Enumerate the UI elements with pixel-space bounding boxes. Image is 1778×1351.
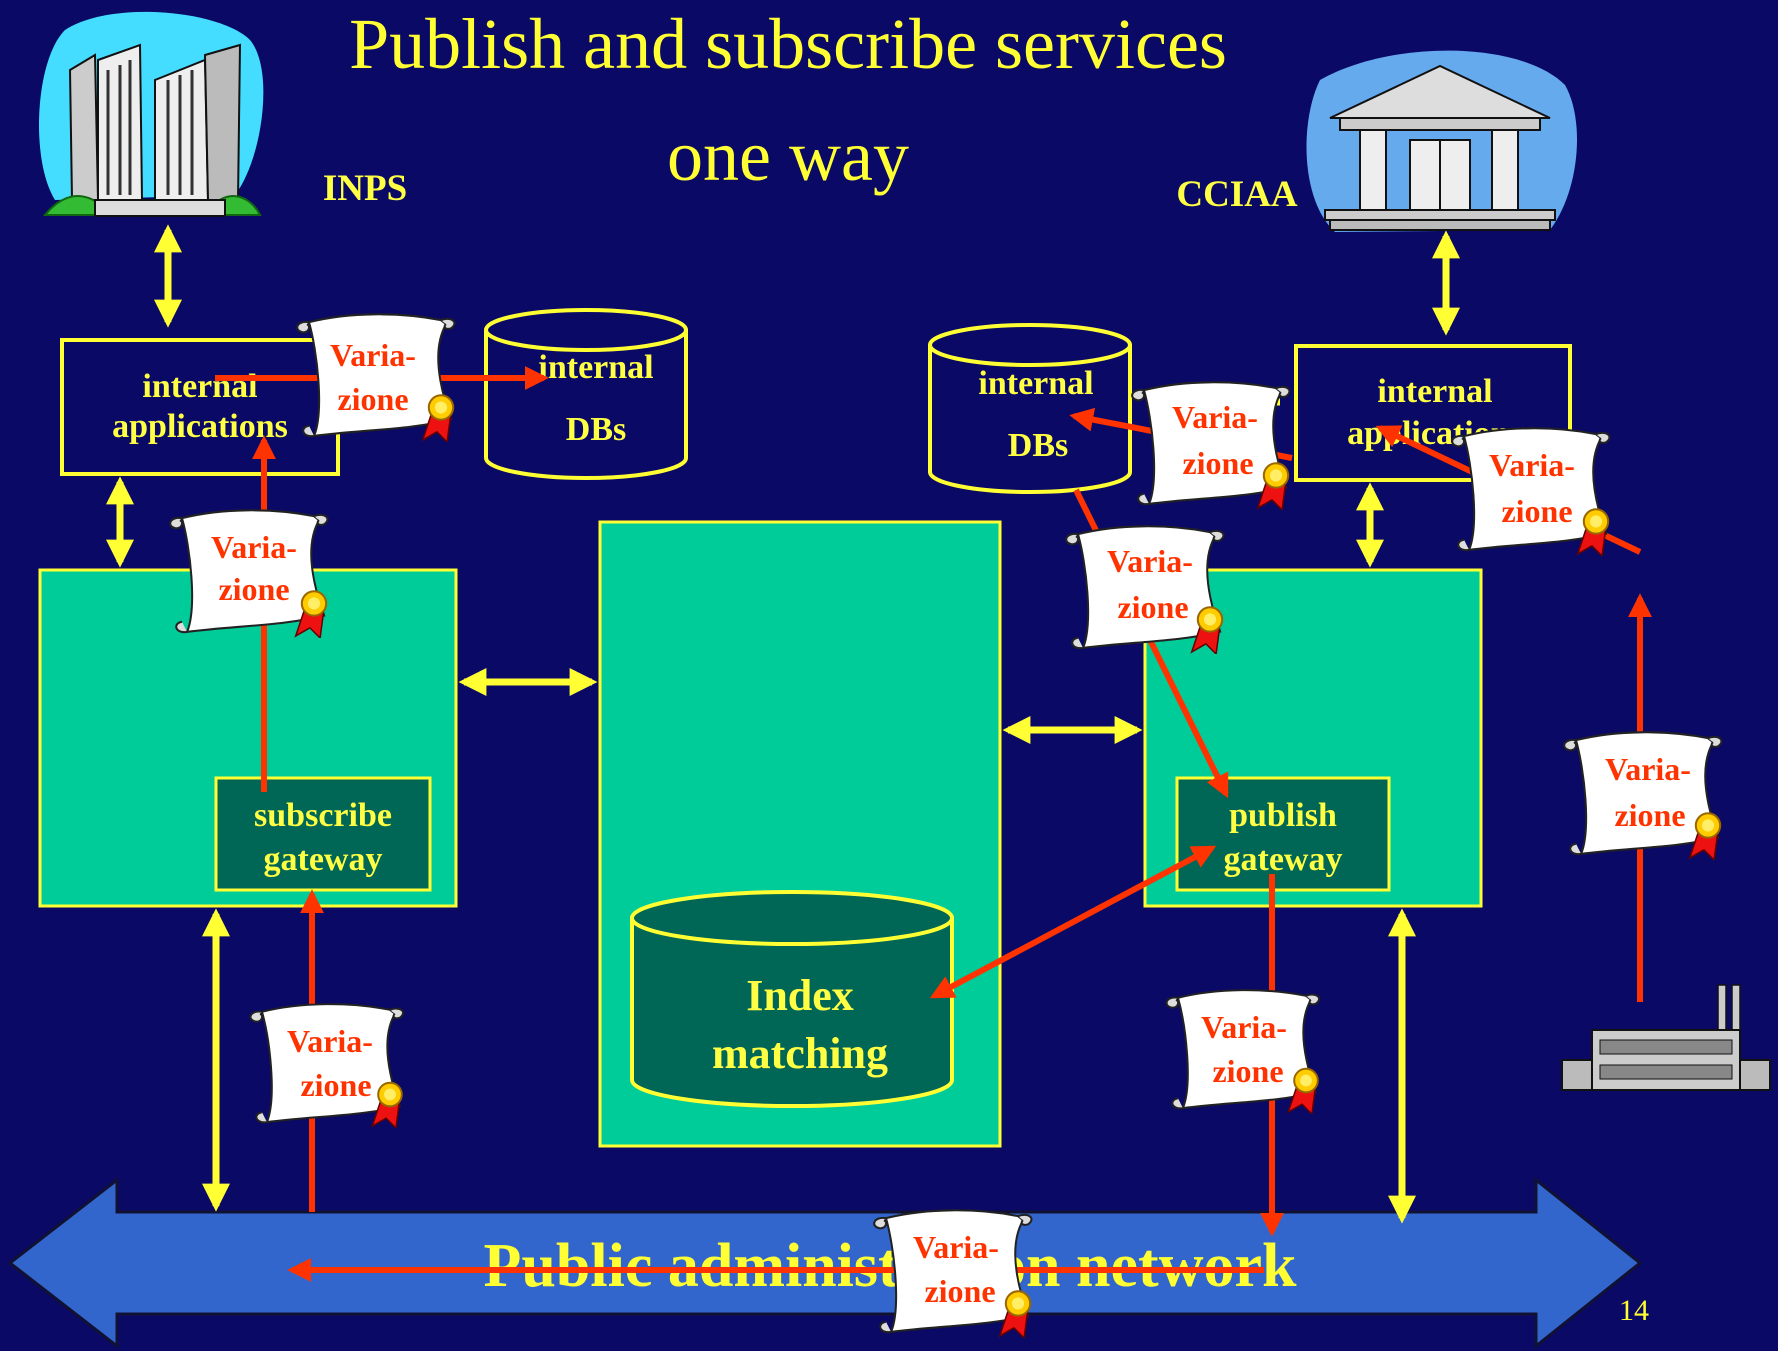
scroll-line2: zione <box>300 1067 371 1103</box>
scroll-line1: Varia- <box>330 337 416 373</box>
org-label-cciaa: CCIAA <box>1176 174 1298 215</box>
scroll-line1: Varia- <box>287 1023 373 1059</box>
scroll-variazione-5: Varia- zione <box>1165 989 1321 1114</box>
scroll-variazione-8: Varia- zione <box>1450 427 1611 556</box>
scroll-variazione-6: Varia- zione <box>1064 525 1225 654</box>
scroll-line2: zione <box>1501 493 1572 529</box>
scroll-line1: Varia- <box>913 1229 999 1265</box>
scroll-variazione-1: Varia- zione <box>296 313 456 442</box>
right-internal-dbs-line2: DBs <box>1008 427 1068 464</box>
subscribe-gateway-line2: gateway <box>264 841 383 878</box>
scroll-line1: Varia- <box>1489 447 1575 483</box>
scroll-line1: Varia- <box>1107 543 1193 579</box>
slide-title-line2: one way <box>667 116 909 196</box>
scroll-line2: zione <box>337 381 408 417</box>
subscribe-gateway-box <box>214 776 432 892</box>
scroll-variazione-9: Varia- zione <box>1562 731 1723 860</box>
factory-icon <box>1561 984 1771 1091</box>
page-number: 14 <box>1619 1294 1649 1327</box>
public-administration-network-arrow <box>7 1176 1643 1350</box>
slide-title-line1: Publish and subscribe services <box>349 4 1227 84</box>
yellow-connector-arrows <box>106 224 1460 1224</box>
left-internal-apps-line2: applications <box>112 408 288 445</box>
scroll-line1: Varia- <box>211 529 297 565</box>
right-internal-dbs-line1: internal <box>978 365 1093 402</box>
network-label: Public administration network <box>484 1232 1297 1300</box>
right-internal-dbs-cylinder <box>928 323 1132 494</box>
scroll-line1: Varia- <box>1172 399 1258 435</box>
left-internal-dbs-line1: internal <box>538 349 653 386</box>
subscribe-gateway-line1: subscribe <box>254 797 392 834</box>
scroll-line2: zione <box>1614 797 1685 833</box>
right-internal-apps-line1: internal <box>1377 373 1492 410</box>
scroll-variazione-3: Varia- zione <box>249 1003 405 1128</box>
city-buildings-icon <box>38 11 264 217</box>
scroll-line2: zione <box>1212 1053 1283 1089</box>
scroll-line2: zione <box>218 571 289 607</box>
scroll-line2: zione <box>1117 589 1188 625</box>
index-matching-line1: Index <box>746 971 854 1020</box>
left-internal-dbs-line2: DBs <box>566 411 626 448</box>
right-internal-apps-box <box>1294 344 1572 482</box>
publish-gateway-line1: publish <box>1229 797 1337 834</box>
scroll-variazione-2: Varia- zione <box>169 509 329 638</box>
scroll-line2: zione <box>1182 445 1253 481</box>
scroll-variazione-7: Varia- zione <box>1130 381 1291 510</box>
scroll-line1: Varia- <box>1201 1009 1287 1045</box>
publish-gateway-line2: gateway <box>1224 841 1343 878</box>
org-label-inps: INPS <box>323 168 407 209</box>
scroll-document-icon <box>296 313 456 442</box>
scroll-line1: Varia- <box>1605 751 1691 787</box>
left-internal-dbs-cylinder <box>484 308 688 480</box>
index-matching-line2: matching <box>712 1029 888 1078</box>
scroll-variazione-4: Varia- zione <box>872 1209 1033 1338</box>
left-internal-apps-line1: internal <box>142 368 257 405</box>
left-internal-apps-box <box>60 338 340 476</box>
bank-building-icon <box>1306 50 1577 232</box>
index-matching-cylinder <box>630 890 954 1108</box>
scroll-line2: zione <box>924 1273 995 1309</box>
